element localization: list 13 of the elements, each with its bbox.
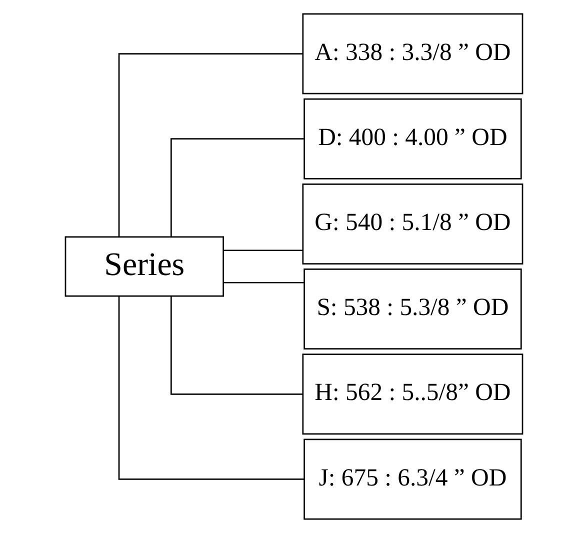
connector xyxy=(222,282,304,284)
node-box: S: 538 : 5.3/8 ” OD xyxy=(303,268,522,350)
node-box: A: 338 : 3.3/8 ” OD xyxy=(302,13,523,94)
connector xyxy=(170,138,304,237)
node-box: G: 540 : 5.1/8 ” OD xyxy=(302,183,523,264)
connector xyxy=(170,296,302,395)
connector xyxy=(222,250,302,252)
node-box: D: 400 : 4.00 ” OD xyxy=(303,98,522,180)
node-box: Series xyxy=(64,236,224,297)
node-box: J: 675 : 6.3/4 ” OD xyxy=(303,438,522,520)
connector xyxy=(118,296,304,480)
connector xyxy=(118,53,302,237)
node-box: H: 562 : 5..5/8” OD xyxy=(302,354,523,435)
